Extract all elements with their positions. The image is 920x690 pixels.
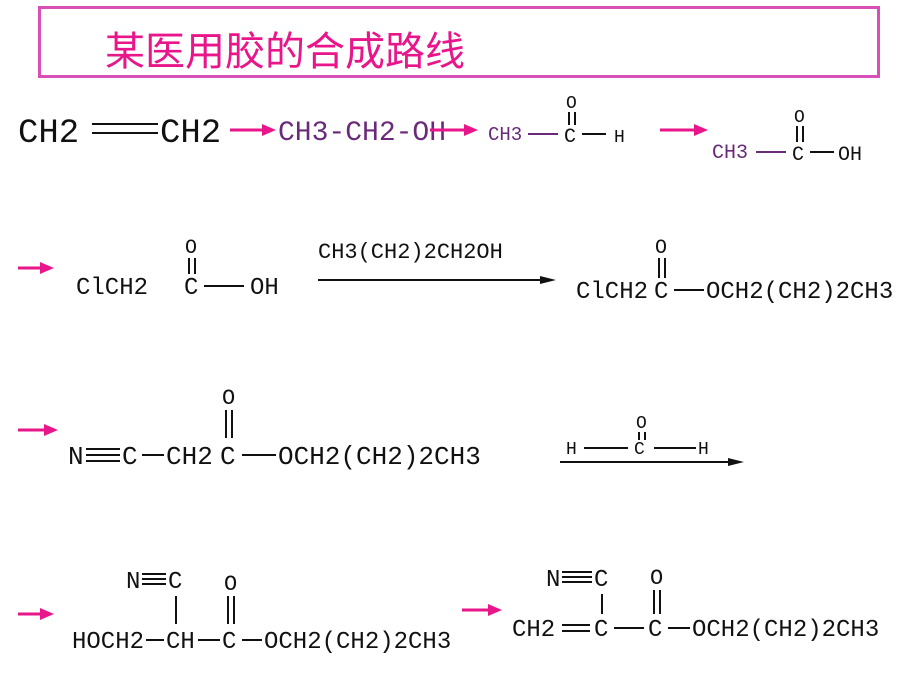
arrow-6 [18,608,54,620]
cyano-ester-n: N [68,442,84,472]
acetic-acid-oh: OH [838,144,862,167]
aldol-ch: CH [166,629,195,656]
final-o: O [650,566,663,591]
cyano-ester-c1: C [122,442,138,472]
formaldehyde-c: C [634,440,645,460]
chloro-ester-o: O [655,237,667,260]
esterification-reagent: CH3(CH2)2CH2OH [318,240,503,265]
title-box: 某医用胶的合成路线 [38,6,880,78]
ethylene-right: CH2 [160,115,221,153]
final-nitrile-c: C [594,567,608,594]
chloro-ester-c: C [654,279,668,306]
cyano-ester-o: O [222,386,235,411]
arrow-3 [660,124,708,136]
chloro-ester-left: ClCH2 [576,279,648,306]
formaldehyde-o: O [636,414,647,434]
ethanol: CH3-CH2-OH [278,118,446,149]
aldol-nitrile-c: C [168,569,182,596]
final-c1: C [594,617,608,644]
chloroacetic-c: C [184,275,198,302]
acetaldehyde-ch3: CH3 [488,124,522,146]
cyano-ester-right: OCH2(CH2)2CH3 [278,442,481,472]
final-c2: C [648,617,662,644]
arrow-4 [18,262,54,274]
aldol-c: C [222,629,236,656]
chloroacetic-left: ClCH2 [76,275,148,302]
acetic-acid-ch3: CH3 [712,142,748,165]
acetic-acid-o: O [794,108,805,128]
aldol-right: OCH2(CH2)2CH3 [264,629,451,656]
arrow-condensation [560,458,744,466]
final-right: OCH2(CH2)2CH3 [692,617,879,644]
acetic-acid-c: C [792,144,804,167]
arrow-2 [430,124,478,136]
formaldehyde-h1: H [566,440,577,460]
chloroacetic-oh: OH [250,275,279,302]
final-left: CH2 [512,617,555,644]
chloroacetic-o: O [185,237,197,260]
acetaldehyde-h: H [614,128,625,148]
chloro-ester-right: OCH2(CH2)2CH3 [706,279,893,306]
arrow-1 [230,124,276,136]
ethylene-left: CH2 [18,115,79,153]
arrow-7 [462,604,502,616]
page-title: 某医用胶的合成路线 [105,29,465,75]
acetaldehyde-o: O [566,94,577,114]
aldol-left: HOCH2 [72,629,144,656]
arrow-esterification [318,276,556,284]
final-nitrile-n: N [546,567,560,594]
cyano-ester-c2: C [220,442,236,472]
aldol-o: O [224,572,237,597]
acetaldehyde-c: C [564,126,576,149]
formaldehyde-h2: H [698,440,709,460]
arrow-5 [18,424,58,436]
aldol-nitrile-n: N [126,569,140,596]
cyano-ester-ch2: CH2 [166,442,213,472]
